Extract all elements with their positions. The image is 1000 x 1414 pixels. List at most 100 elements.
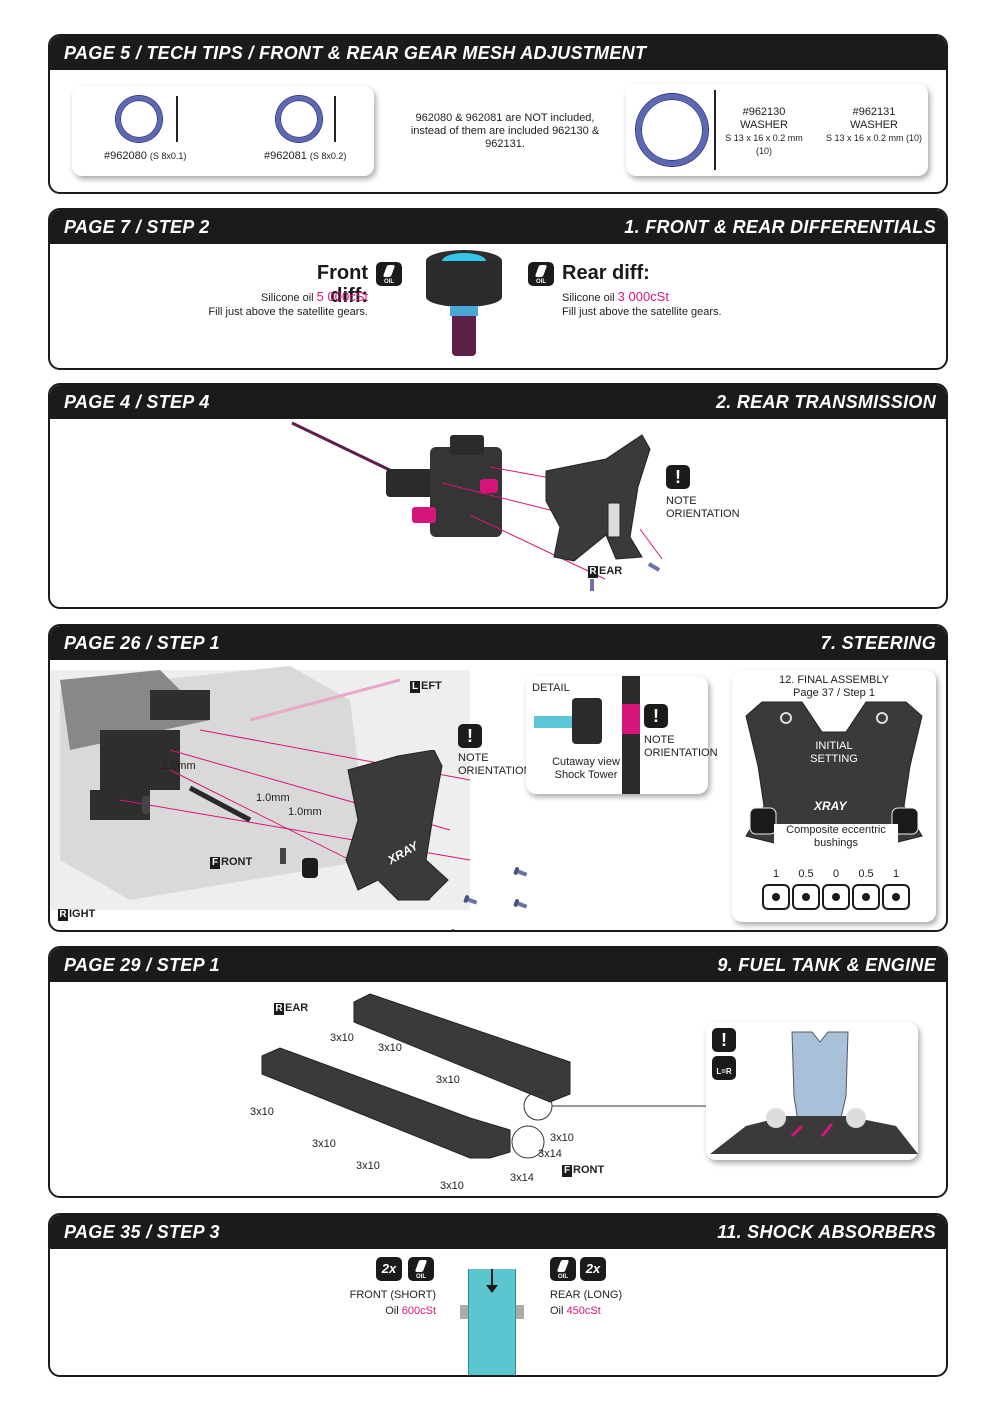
section-header: PAGE 5 / TECH TIPS / FRONT & REAR GEAR M… (50, 36, 946, 70)
section-body: Front diff: OIL Silicone oil 5 000cSt Fi… (50, 244, 946, 368)
final-tower-brand: XRAY (813, 799, 847, 813)
rear-diff-title: Rear diff: (562, 262, 650, 284)
washer-962080-image (116, 96, 162, 142)
bushing-icon-1 (762, 884, 790, 910)
section-title-right: 9. FUEL TANK & ENGINE (717, 954, 936, 975)
engine-mount-image (710, 1031, 918, 1154)
section-title-left: PAGE 35 / STEP 3 (64, 1221, 220, 1242)
shock-left-cap (460, 1305, 468, 1319)
front-shock-oil: Oil 600cSt (385, 1305, 436, 1317)
bushing-value-4: 0.5 (858, 868, 874, 880)
bushing-value-2: 0.5 (798, 868, 814, 880)
section-title-left: PAGE 29 / STEP 1 (64, 954, 220, 975)
chassis-plates-illustration (261, 993, 706, 1159)
rear-shock-oil: Oil 450cSt (550, 1305, 601, 1317)
left-equals-right-icon: L=R (712, 1056, 736, 1080)
engine-mount-detail-card: ! L=R (706, 1022, 918, 1160)
front-oil-icon: OIL (376, 262, 402, 286)
washer-962081-side (334, 96, 336, 142)
front-diff-title: Front diff: (316, 262, 368, 307)
front-oil-icon: OIL (408, 1257, 434, 1281)
detail-title: DETAIL (532, 682, 570, 694)
screw-label-5: 3x10 (312, 1138, 336, 1150)
section-title-right: 11. SHOCK ABSORBERS (717, 1221, 936, 1242)
screw-label-10: 3x14 (510, 1172, 534, 1184)
rear-oil-icon: OIL (528, 262, 554, 286)
screw-label-1: 3x10 (330, 1032, 354, 1044)
washer-962131-label: #962131 WASHER S 13 x 16 x 0.2 mm (10) (825, 106, 923, 143)
rear-transmission-illustration (291, 421, 663, 591)
washer-card-large: #962130 WASHER S 13 x 16 x 0.2 mm (10) #… (626, 84, 928, 176)
note-orientation-icon: ! (458, 724, 482, 748)
note-icon: ! (712, 1028, 736, 1052)
section-header: PAGE 26 / STEP 1 7. STEERING (50, 626, 946, 660)
section-title-left: PAGE 5 / TECH TIPS / FRONT & REAR GEAR M… (64, 42, 647, 63)
dim-1mm-a: 1.0mm (256, 792, 290, 804)
cutaway-caption: Cutaway view Shock Tower (552, 756, 620, 781)
front-fill-note: Fill just above the satellite gears. (208, 306, 368, 318)
screw-label-2: 3x10 (378, 1042, 402, 1054)
bushing-icon-2 (792, 884, 820, 910)
section-header: PAGE 7 / STEP 2 1. FRONT & REAR DIFFEREN… (50, 210, 946, 244)
rear-shock-label: REAR (LONG) (550, 1289, 623, 1301)
final-tower-image: XRAY (745, 701, 923, 847)
dim-1mm-b: 1.0mm (288, 806, 322, 818)
differential-image (426, 250, 502, 362)
front-qty-badge: 2x (376, 1257, 402, 1281)
section-rear-transmission: PAGE 4 / STEP 4 2. REAR TRANSMISSION ! N… (48, 383, 948, 609)
section-title-left: PAGE 7 / STEP 2 (64, 216, 210, 237)
shock-tower-image: XRAY (345, 750, 449, 901)
section-header: PAGE 29 / STEP 1 9. FUEL TANK & ENGINE (50, 948, 946, 982)
section-differentials: PAGE 7 / STEP 2 1. FRONT & REAR DIFFEREN… (48, 208, 948, 370)
washer-card-small: #962080 (S 8x0.1) #962081 (S 8x0.2) (72, 86, 374, 176)
note-orientation-text: NOTE ORIENTATION (458, 752, 532, 777)
oil-fill-arrow (491, 1269, 493, 1287)
section-gear-mesh: PAGE 5 / TECH TIPS / FRONT & REAR GEAR M… (48, 34, 948, 194)
screw-label-9: 3x14 (538, 1148, 562, 1160)
washer-962080-label: #962080 (S 8x0.1) (104, 150, 187, 162)
washer-962130-label: #962130 WASHER S 13 x 16 x 0.2 mm (10) (725, 106, 803, 156)
screw-label-6: 3x10 (356, 1160, 380, 1172)
detail-note-icon: ! (644, 704, 668, 728)
initial-setting: INITIAL SETTING (810, 740, 858, 765)
section-title-left: PAGE 26 / STEP 1 (64, 632, 220, 653)
section-body: 2x OIL FRONT (SHORT) Oil 600cSt OIL 2x R… (50, 1249, 946, 1375)
section-shock-absorbers: PAGE 35 / STEP 3 11. SHOCK ABSORBERS 2x … (48, 1213, 948, 1377)
washer-962081-image (276, 96, 322, 142)
detail-note-text: NOTE ORIENTATION (644, 734, 718, 759)
screw-4 (453, 931, 464, 932)
section-header: PAGE 35 / STEP 3 11. SHOCK ABSORBERS (50, 1215, 946, 1249)
detail-card: DETAIL Cutaway view Shock Tower ! NOTE O… (526, 676, 718, 794)
bushing-value-5: 1 (892, 868, 900, 880)
pin-image (534, 716, 574, 728)
section-title-right: 2. REAR TRANSMISSION (715, 391, 936, 412)
note-orientation-icon: ! (666, 465, 690, 489)
rear-oil-spec: Silicone oil 3 000cSt (562, 289, 669, 304)
section-header: PAGE 4 / STEP 4 2. REAR TRANSMISSION (50, 385, 946, 419)
final-assembly-ref: 12. FINAL ASSEMBLY Page 37 / Step 1 (778, 674, 890, 699)
washer-962080-side (176, 96, 178, 142)
section-fuel-tank-engine: PAGE 29 / STEP 1 9. FUEL TANK & ENGINE R… (48, 946, 948, 1198)
bushing-image (572, 698, 602, 744)
bushing-value-3: 0 (832, 868, 840, 880)
rear-fill-note: Fill just above the satellite gears. (562, 306, 722, 318)
bushing-icon-4 (852, 884, 880, 910)
composite-bushings-label: Composite eccentric bushings (774, 824, 898, 850)
rear-qty-badge: 2x (580, 1257, 606, 1281)
section-title-right: 1. FRONT & REAR DIFFERENTIALS (624, 216, 936, 237)
washer-962130-image (636, 94, 708, 166)
bushing-icon-5 (882, 884, 910, 910)
washer-note: 962080 & 962081 are NOT included, instea… (410, 112, 600, 150)
note-orientation-text: NOTE ORIENTATION (666, 495, 740, 520)
section-steering: PAGE 26 / STEP 1 7. STEERING XRAY (48, 624, 948, 932)
front-shock-label: FRONT (SHORT) (349, 1289, 436, 1301)
tower-insert (622, 704, 640, 734)
screw-label-7: 3x10 (440, 1180, 464, 1192)
